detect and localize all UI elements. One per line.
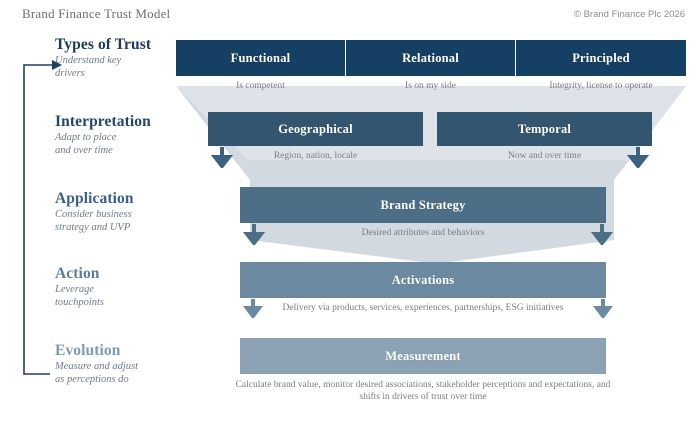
caption-relational: Is on my side xyxy=(405,81,456,91)
arrow-down-icon xyxy=(627,147,649,168)
stage-interpretation: Interpretation Adapt to place and over t… xyxy=(55,113,151,157)
stage-title: Types of Trust xyxy=(55,36,152,53)
arrow-down-icon xyxy=(591,224,613,245)
caption-functional: Is competent xyxy=(236,81,285,91)
box-temporal[interactable]: Temporal xyxy=(437,112,652,146)
page-title: Brand Finance Trust Model xyxy=(22,6,171,21)
box-functional[interactable]: Functional xyxy=(176,40,345,76)
stage-application: Application Consider business strategy a… xyxy=(55,190,134,234)
arrow-down-icon xyxy=(243,299,263,318)
copyright-notice: © Brand Finance Plc 2026 xyxy=(573,9,685,20)
caption-brand-strategy: Desired attributes and behaviors xyxy=(361,228,485,238)
box-activations[interactable]: Activations xyxy=(240,262,606,298)
arrow-down-icon xyxy=(243,224,265,245)
stage-title: Action xyxy=(55,265,100,282)
stage-types-of-trust: Types of Trust Understand key drivers xyxy=(55,36,151,80)
box-measurement[interactable]: Measurement xyxy=(240,338,606,374)
arrow-down-icon xyxy=(211,147,233,168)
stage-title: Evolution xyxy=(55,342,121,359)
box-principled[interactable]: Principled xyxy=(516,40,686,76)
stage-evolution: Evolution Measure and adjust as percepti… xyxy=(55,342,138,386)
caption-principled: Integrity, license to operate xyxy=(549,81,653,91)
stage-subtitle: Understand key drivers xyxy=(55,55,122,79)
caption-temporal: Now and over time xyxy=(507,151,582,161)
stage-title: Application xyxy=(55,190,134,207)
caption-activations: Delivery via products, services, experie… xyxy=(282,303,564,313)
stage-subtitle: Leverage touchpoints xyxy=(55,284,104,308)
box-relational[interactable]: Relational xyxy=(346,40,515,76)
box-brand-strategy[interactable]: Brand Strategy xyxy=(240,187,606,223)
arrow-down-icon xyxy=(593,299,613,318)
box-geographical[interactable]: Geographical xyxy=(208,112,423,146)
caption-geographical: Region, nation, locale xyxy=(273,151,358,161)
stage-action: Action Leverage touchpoints xyxy=(55,265,104,309)
stage-subtitle: Consider business strategy and UVP xyxy=(55,209,132,233)
stage-title: Interpretation xyxy=(55,113,151,130)
stage-subtitle: Measure and adjust as perceptions do xyxy=(55,361,139,385)
caption-measurement: Calculate brand value, monitor desired a… xyxy=(235,380,611,402)
stage-subtitle: Adapt to place and over time xyxy=(55,132,117,156)
